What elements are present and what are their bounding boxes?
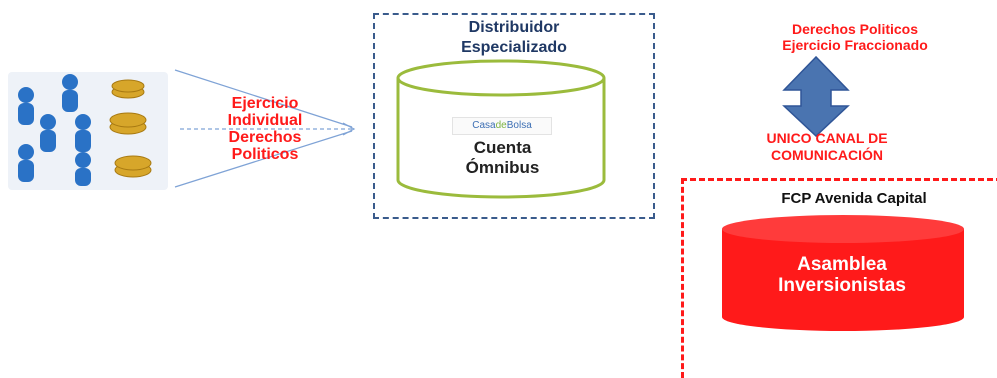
flow-arrowhead bbox=[342, 122, 356, 136]
unico-line-2: COMUNICACIÓN bbox=[771, 147, 883, 163]
logo-part-3: Bolsa bbox=[506, 120, 532, 131]
investors-coins-icon bbox=[8, 72, 168, 190]
fcp-box bbox=[681, 178, 997, 378]
left-text-line-3: Derechos bbox=[228, 129, 302, 146]
asamblea-label: Asamblea Inversionistas bbox=[722, 254, 962, 296]
distributor-box bbox=[373, 13, 655, 219]
left-text-line-2: Individual bbox=[227, 112, 303, 129]
logo-part-2: de bbox=[495, 120, 507, 131]
diagram-canvas bbox=[174, 55, 964, 331]
account-line-2: Ómnibus bbox=[465, 158, 540, 177]
distributor-title-line-2: Especializado bbox=[461, 39, 567, 56]
asamblea-cylinder bbox=[722, 215, 964, 331]
double-arrow-icon bbox=[782, 55, 850, 138]
fractional-rights-label: Derechos Politicos Ejercicio Fraccionado bbox=[724, 21, 986, 53]
derechos-line-2: Ejercicio Fraccionado bbox=[782, 37, 928, 53]
fcp-title: FCP Avenida Capital bbox=[781, 190, 927, 207]
account-line-1: Cuenta bbox=[473, 138, 532, 157]
single-channel-label: UNICO CANAL DE COMUNICACIÓN bbox=[708, 130, 946, 164]
flow-arrow-top bbox=[174, 69, 353, 128]
distributor-title-line-1: Distribuidor bbox=[468, 19, 560, 36]
individual-rights-label: Ejercicio Individual Derechos Politicos bbox=[190, 95, 340, 163]
asamblea-line-1: Asamblea bbox=[797, 254, 887, 275]
derechos-line-1: Derechos Politicos bbox=[791, 21, 919, 37]
distributor-title: Distribuidor Especializado bbox=[373, 18, 655, 58]
omnibus-account-label: Cuenta Ómnibus bbox=[400, 138, 605, 178]
casa-de-bolsa-logo: CasadeBolsa bbox=[452, 117, 552, 135]
asamblea-line-2: Inversionistas bbox=[778, 275, 906, 296]
unico-line-1: UNICO CANAL DE bbox=[766, 130, 888, 146]
left-text-line-4: Politicos bbox=[231, 146, 299, 163]
omnibus-cylinder bbox=[396, 59, 606, 199]
flow-arrow-bottom bbox=[174, 130, 353, 188]
flow-arrows bbox=[174, 69, 356, 188]
logo-part-1: Casa bbox=[472, 120, 496, 131]
left-text-line-1: Ejercicio bbox=[231, 95, 299, 112]
